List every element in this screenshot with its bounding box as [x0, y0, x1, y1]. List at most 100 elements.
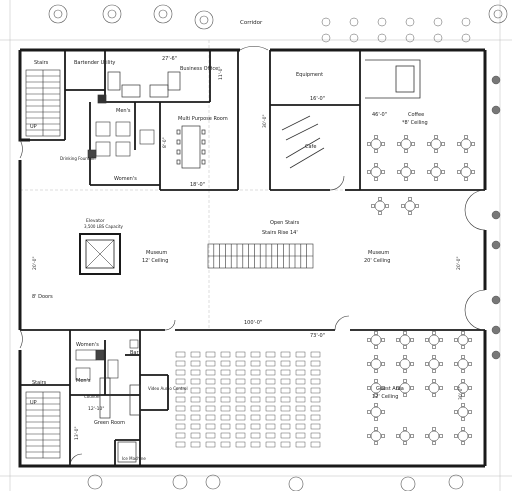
label-dim-12-10: 12'-10"	[88, 406, 104, 412]
chair	[403, 355, 407, 359]
theater-chair	[220, 432, 231, 439]
theater-chair	[205, 360, 216, 367]
table	[428, 358, 440, 370]
chair	[367, 338, 371, 342]
chair	[396, 362, 400, 366]
theater-chair	[190, 369, 201, 376]
chair	[461, 369, 465, 373]
label-dim-8: 8'-0"	[162, 137, 168, 148]
label-coffee-ceiling: *8' Ceiling	[402, 120, 428, 126]
theater-chair	[175, 432, 186, 439]
chair	[432, 331, 436, 335]
label-up-top: UP	[30, 124, 37, 130]
table	[399, 430, 411, 442]
chair	[176, 139, 181, 145]
theater-chair	[295, 423, 306, 430]
room-labels: Corridor Stairs UP Bartender Utility 27'…	[30, 20, 428, 461]
chair	[468, 410, 472, 414]
chair	[461, 427, 465, 431]
theater-chair	[265, 369, 276, 376]
theater-chair	[280, 396, 291, 403]
chair	[457, 142, 461, 146]
theater-chair	[250, 441, 261, 448]
restroom-fixtures-top	[87, 121, 155, 159]
theater-chair	[190, 360, 201, 367]
theater-chair	[250, 396, 261, 403]
label-business-office: Business Office	[180, 66, 218, 72]
chair	[439, 338, 443, 342]
label-dim-20-left: 20'-0"	[32, 256, 38, 270]
theater-chair	[280, 369, 291, 376]
label-coffee: Coffee	[408, 112, 424, 118]
theater-chair	[265, 387, 276, 394]
chair	[201, 139, 206, 145]
theater-chair	[250, 369, 261, 376]
label-ice: Ice Machine	[122, 456, 146, 461]
theater-chair	[175, 378, 186, 385]
chair	[432, 369, 436, 373]
table	[370, 406, 382, 418]
chair	[464, 149, 468, 153]
patio-stool	[491, 210, 501, 220]
chair	[396, 338, 400, 342]
chair	[468, 338, 472, 342]
label-corridor: Corridor	[240, 20, 263, 26]
table	[460, 138, 472, 150]
chair	[374, 403, 378, 407]
chair	[404, 149, 408, 153]
theater-chair	[190, 432, 201, 439]
chair	[397, 142, 401, 146]
theater-chair	[295, 369, 306, 376]
open-stairs	[207, 243, 314, 269]
chair	[374, 427, 378, 431]
theater-chair	[175, 396, 186, 403]
chair	[432, 393, 436, 397]
chair	[432, 355, 436, 359]
theater-chair	[310, 360, 321, 367]
patio-stool	[491, 350, 501, 360]
theater-chair	[265, 405, 276, 412]
theater-chair	[220, 441, 231, 448]
chair	[371, 204, 375, 208]
chair	[176, 129, 181, 135]
table	[457, 382, 469, 394]
chair	[374, 369, 378, 373]
chair	[468, 362, 472, 366]
chair	[434, 149, 438, 153]
table	[399, 334, 411, 346]
theater-chair	[265, 432, 276, 439]
chair	[403, 345, 407, 349]
theater-chair	[220, 360, 231, 367]
label-dim-16: 16'-0"	[310, 96, 325, 102]
theater-chair	[235, 441, 246, 448]
theater-chair	[220, 378, 231, 385]
label-museum-right-ceiling: 20' Ceiling	[364, 258, 390, 264]
theater-chair	[280, 378, 291, 385]
theater-chair	[220, 369, 231, 376]
theater-chair	[235, 396, 246, 403]
chair	[367, 362, 371, 366]
table	[370, 430, 382, 442]
chair	[201, 129, 206, 135]
elevator	[79, 233, 121, 275]
chair	[461, 331, 465, 335]
label-museum-left: Museum	[146, 250, 167, 256]
label-guest-area-ceiling: 12' Ceiling	[372, 394, 398, 400]
counter-block	[99, 377, 141, 463]
theater-chair	[235, 387, 246, 394]
theater-chair	[190, 414, 201, 421]
theater-chair	[280, 405, 291, 412]
theater-chair	[295, 441, 306, 448]
chair	[385, 204, 389, 208]
chair	[434, 163, 438, 167]
patio-table	[377, 17, 387, 27]
patio-stool	[491, 295, 501, 305]
theater-chair	[310, 369, 321, 376]
chair	[378, 211, 382, 215]
chair	[425, 386, 429, 390]
theater-chair	[295, 351, 306, 358]
cafe-tables	[367, 135, 475, 215]
theater-chair	[235, 432, 246, 439]
label-dim-11: 11'-0"	[218, 66, 224, 80]
theater-chair	[310, 378, 321, 385]
